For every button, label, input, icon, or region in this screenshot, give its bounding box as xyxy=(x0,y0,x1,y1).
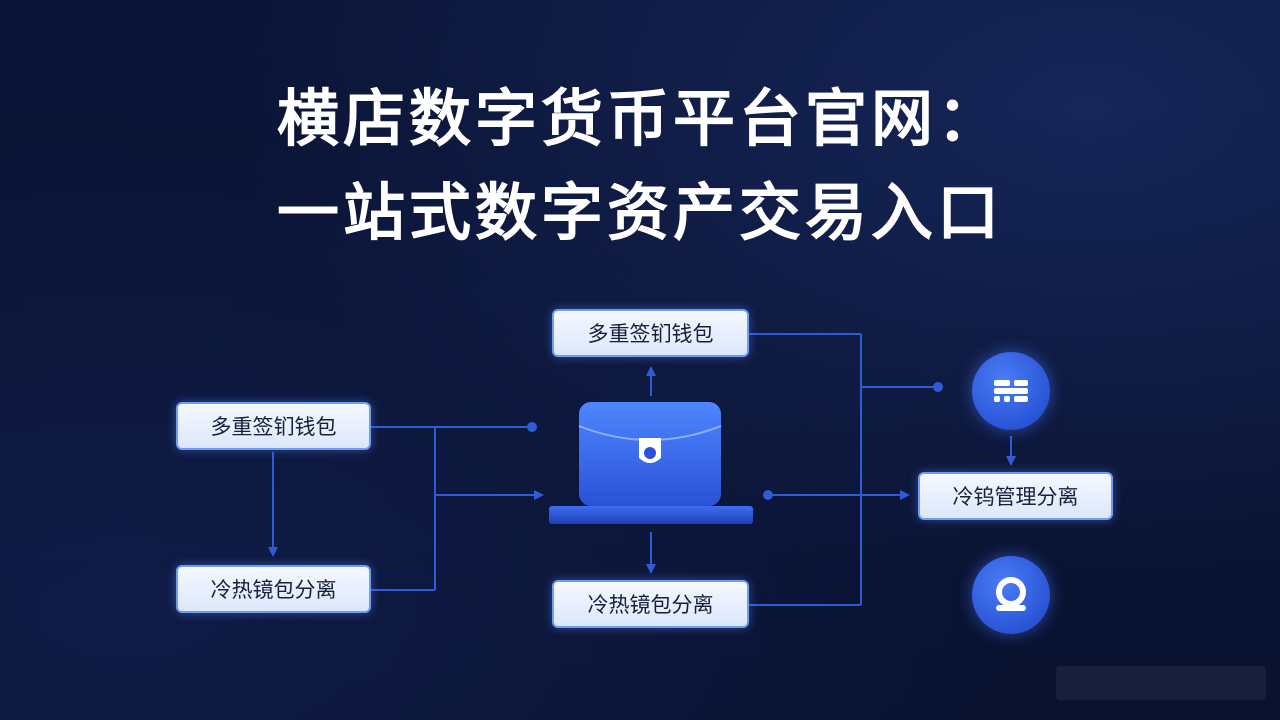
connector-dot-left xyxy=(527,422,537,432)
watermark xyxy=(1056,666,1266,700)
node-multisig-wallet-left: 多重签钔钱包 xyxy=(176,402,371,450)
wallet-laptop-icon xyxy=(549,402,753,524)
node-multisig-wallet-top: 多重签钔钱包 xyxy=(552,309,749,357)
node-hot-cold-separation-bottom: 冷热镜包分离 xyxy=(552,580,749,628)
title-line-1: 横店数字货币平台官网： xyxy=(276,82,1003,155)
connector-dot-center xyxy=(763,490,773,500)
node-key-management-separation: 冷钨管理分离 xyxy=(918,472,1113,520)
title-line-2: 一站式数字资产交易入口 xyxy=(276,176,1003,249)
chat-bubble-glyph xyxy=(996,577,1026,611)
lines-logo-icon xyxy=(972,352,1050,430)
lines-logo-glyph xyxy=(994,380,1028,402)
chat-bubble-icon xyxy=(972,556,1050,634)
connector-dot-right xyxy=(933,382,943,392)
node-hot-cold-separation-left: 冷热镜包分离 xyxy=(176,565,371,613)
